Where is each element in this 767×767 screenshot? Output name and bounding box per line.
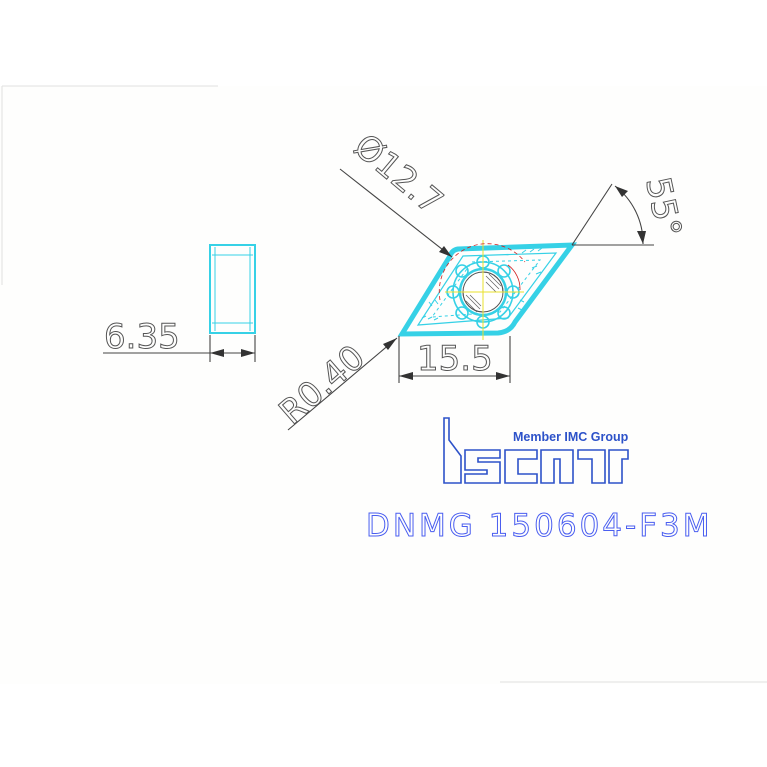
radius-dimension [287,337,398,431]
part-code: DNMG 150604-F3M [366,508,713,544]
diameter-dimension [339,168,453,258]
angle-dimension [571,183,654,246]
iscar-logo [443,417,629,484]
thickness-label: 6.35 [104,317,180,357]
side-view [209,244,256,334]
length-dimension [398,336,511,383]
drawing-sheet [0,86,767,684]
length-label: 15.5 [417,339,493,379]
brand-tagline: Member IMC Group [513,430,629,444]
thickness-dimension [103,335,256,362]
insert-top-view [397,240,578,340]
